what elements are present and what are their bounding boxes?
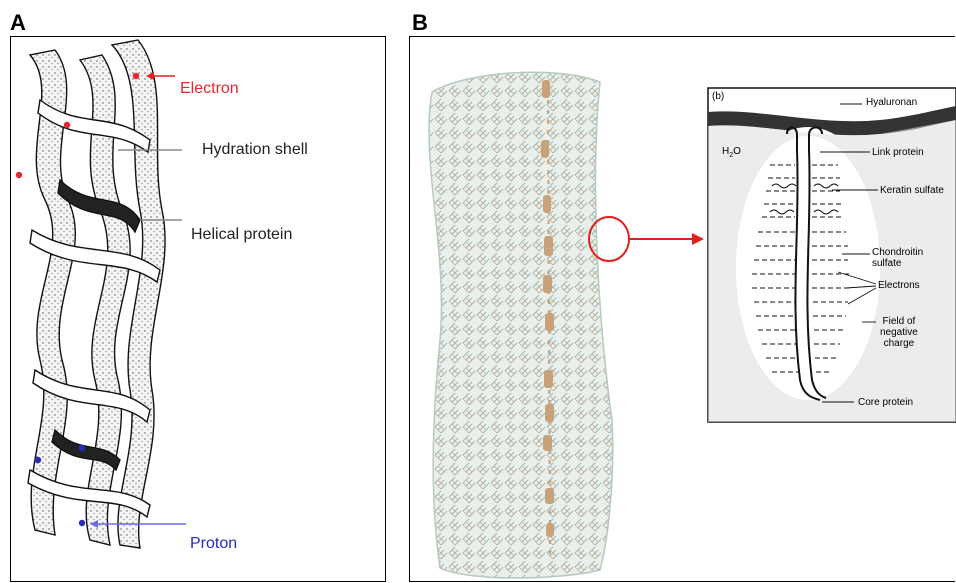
electrons-label: Electrons	[878, 280, 920, 291]
link-protein-label: Link protein	[872, 147, 924, 158]
inset-tag: (b)	[712, 91, 724, 102]
core-protein-label: Core protein	[858, 397, 913, 408]
water-label: H2O	[722, 146, 741, 161]
hyaluronan-label: Hyaluronan	[866, 97, 917, 108]
keratin-sulfate-label: Keratin sulfate	[880, 185, 944, 196]
aggregate-column	[429, 72, 613, 578]
chondroitin-sulfate-label: Chondroitin sulfate	[872, 247, 923, 269]
negative-field-label: Field of negative charge	[880, 316, 918, 349]
